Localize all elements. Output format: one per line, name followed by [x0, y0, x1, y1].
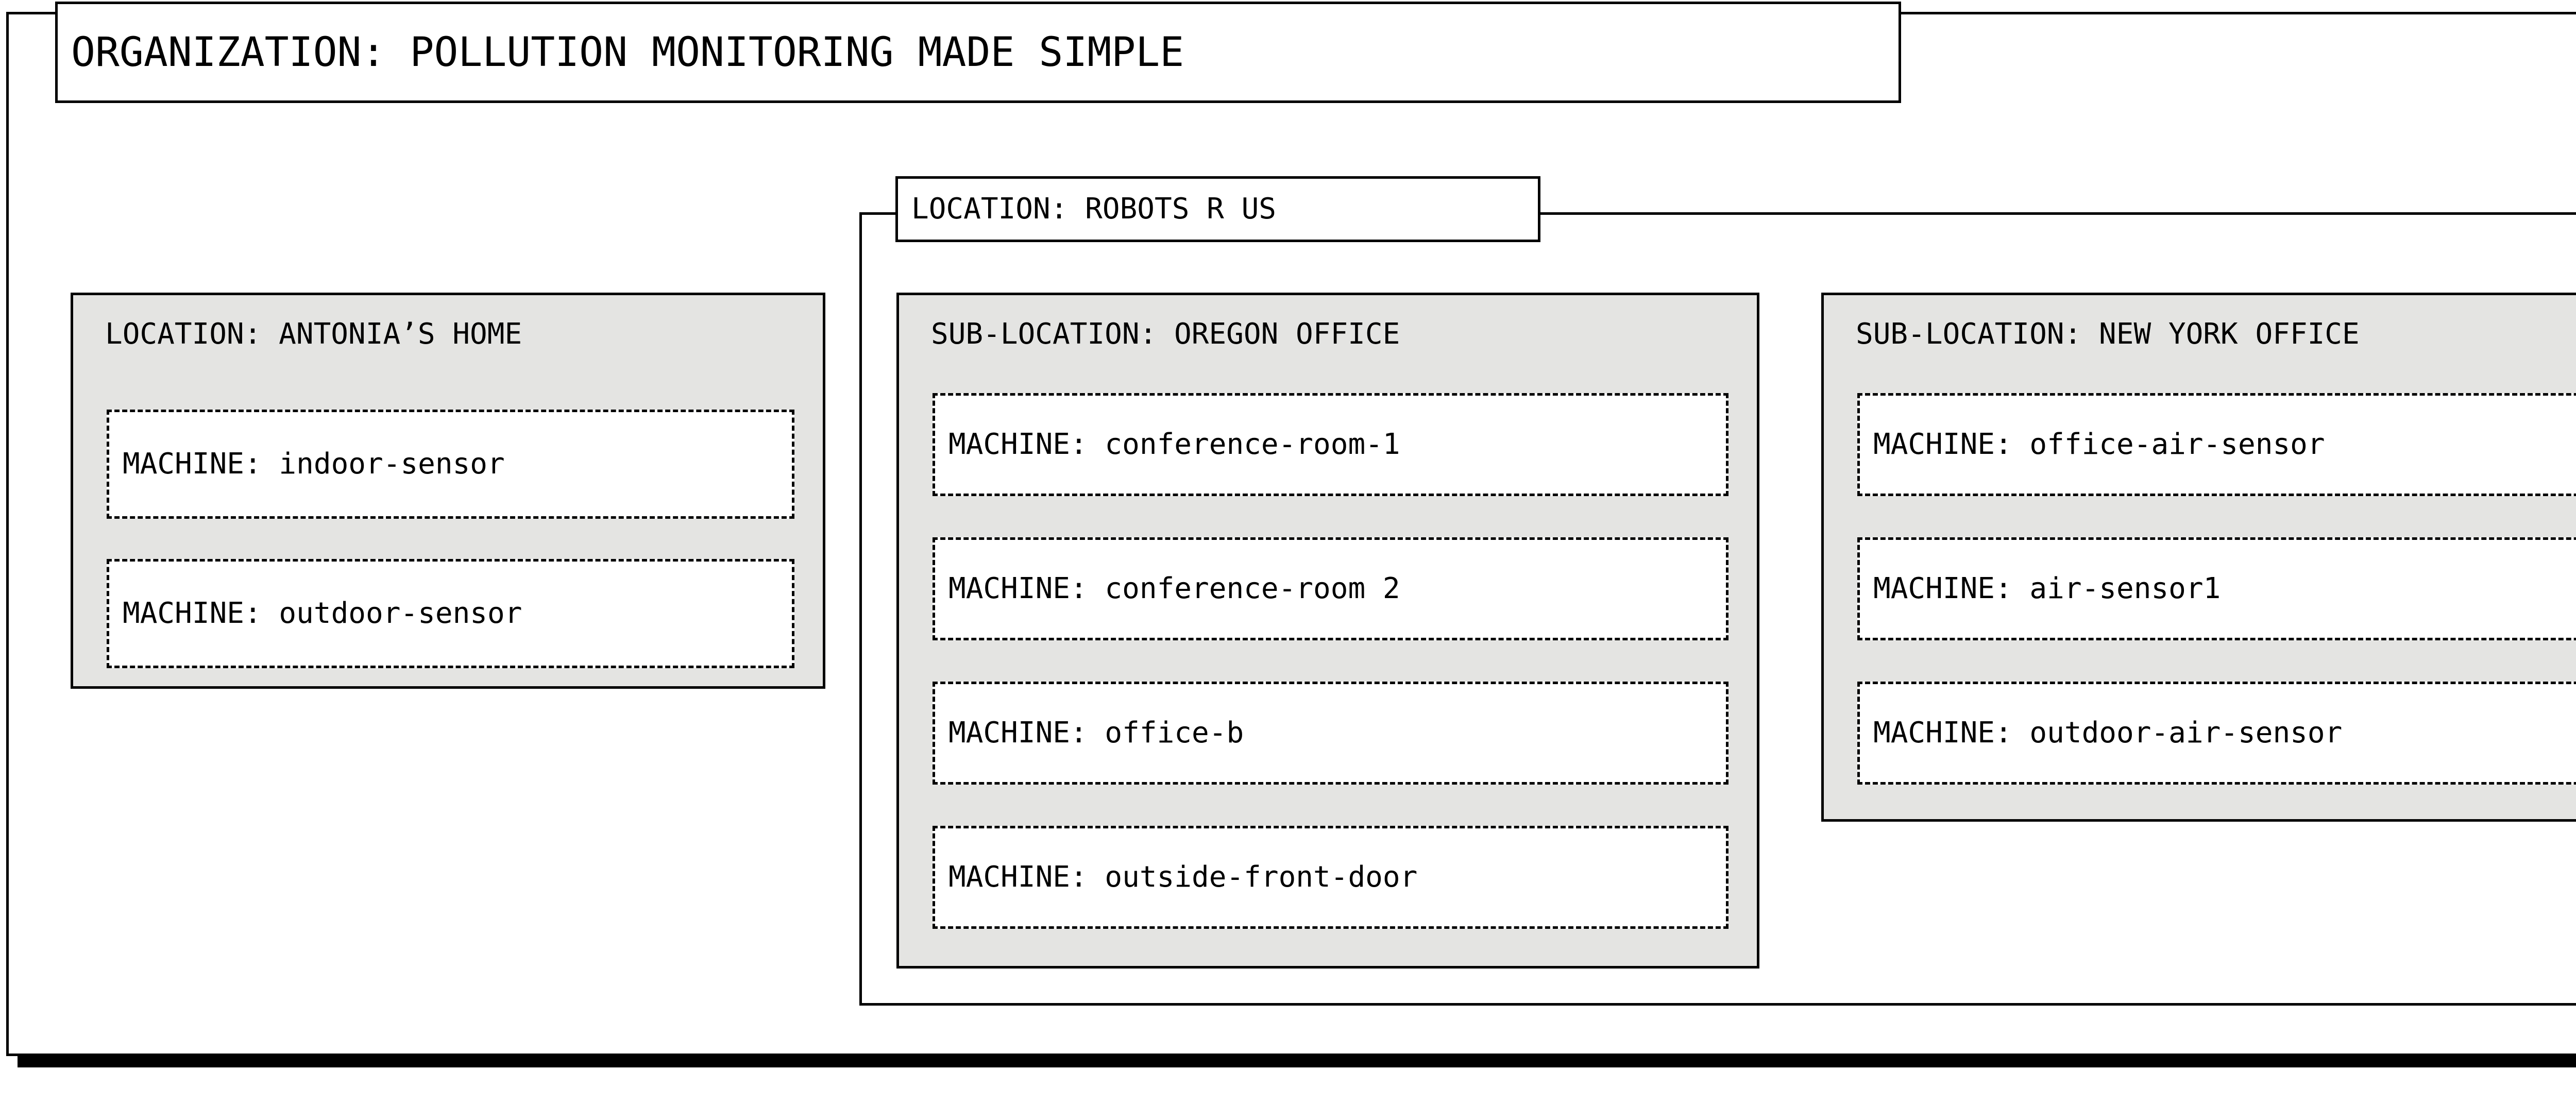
- organization-title: ORGANIZATION: POLLUTION MONITORING MADE …: [71, 29, 1184, 76]
- machine-label: MACHINE: office-b: [948, 716, 1244, 750]
- location-title-robots-r-us: LOCATION: ROBOTS R US: [911, 192, 1277, 226]
- machine-card[interactable]: MACHINE: office-air-sensor: [1857, 393, 2576, 496]
- machine-label: MACHINE: conference-room 2: [948, 572, 1400, 605]
- machine-card[interactable]: MACHINE: conference-room 2: [933, 537, 1728, 640]
- machine-card[interactable]: MACHINE: indoor-sensor: [107, 410, 794, 519]
- machine-label: MACHINE: outside-front-door: [948, 860, 1418, 894]
- machine-card[interactable]: MACHINE: air-sensor1: [1857, 537, 2576, 640]
- machine-label: MACHINE: outdoor-sensor: [123, 597, 522, 630]
- location-title-plate-robots-r-us: LOCATION: ROBOTS R US: [895, 176, 1540, 242]
- sub-location-title-oregon-office: SUB-LOCATION: OREGON OFFICE: [931, 317, 1400, 351]
- machine-card[interactable]: MACHINE: conference-room-1: [933, 393, 1728, 496]
- sub-location-panel-new-york-office[interactable]: SUB-LOCATION: NEW YORK OFFICE MACHINE: o…: [1821, 293, 2576, 822]
- machine-label: MACHINE: conference-room-1: [948, 428, 1400, 461]
- sub-location-panel-oregon-office[interactable]: SUB-LOCATION: OREGON OFFICE MACHINE: con…: [896, 293, 1759, 969]
- location-title-antonias-home: LOCATION: ANTONIA’S HOME: [105, 317, 522, 351]
- machine-label: MACHINE: office-air-sensor: [1873, 428, 2325, 461]
- machine-card[interactable]: MACHINE: outdoor-air-sensor: [1857, 682, 2576, 785]
- location-panel-antonias-home[interactable]: LOCATION: ANTONIA’S HOME MACHINE: indoor…: [71, 293, 825, 689]
- machine-card[interactable]: MACHINE: office-b: [933, 682, 1728, 785]
- machine-label: MACHINE: air-sensor1: [1873, 572, 2221, 605]
- machine-label: MACHINE: outdoor-air-sensor: [1873, 716, 2343, 750]
- organization-title-plate: ORGANIZATION: POLLUTION MONITORING MADE …: [55, 2, 1901, 103]
- machine-card[interactable]: MACHINE: outdoor-sensor: [107, 559, 794, 668]
- sub-location-title-new-york-office: SUB-LOCATION: NEW YORK OFFICE: [1856, 317, 2360, 351]
- machine-label: MACHINE: indoor-sensor: [123, 447, 505, 481]
- organization-frame-shadow-bottom: [18, 1056, 2576, 1067]
- machine-card[interactable]: MACHINE: outside-front-door: [933, 826, 1728, 929]
